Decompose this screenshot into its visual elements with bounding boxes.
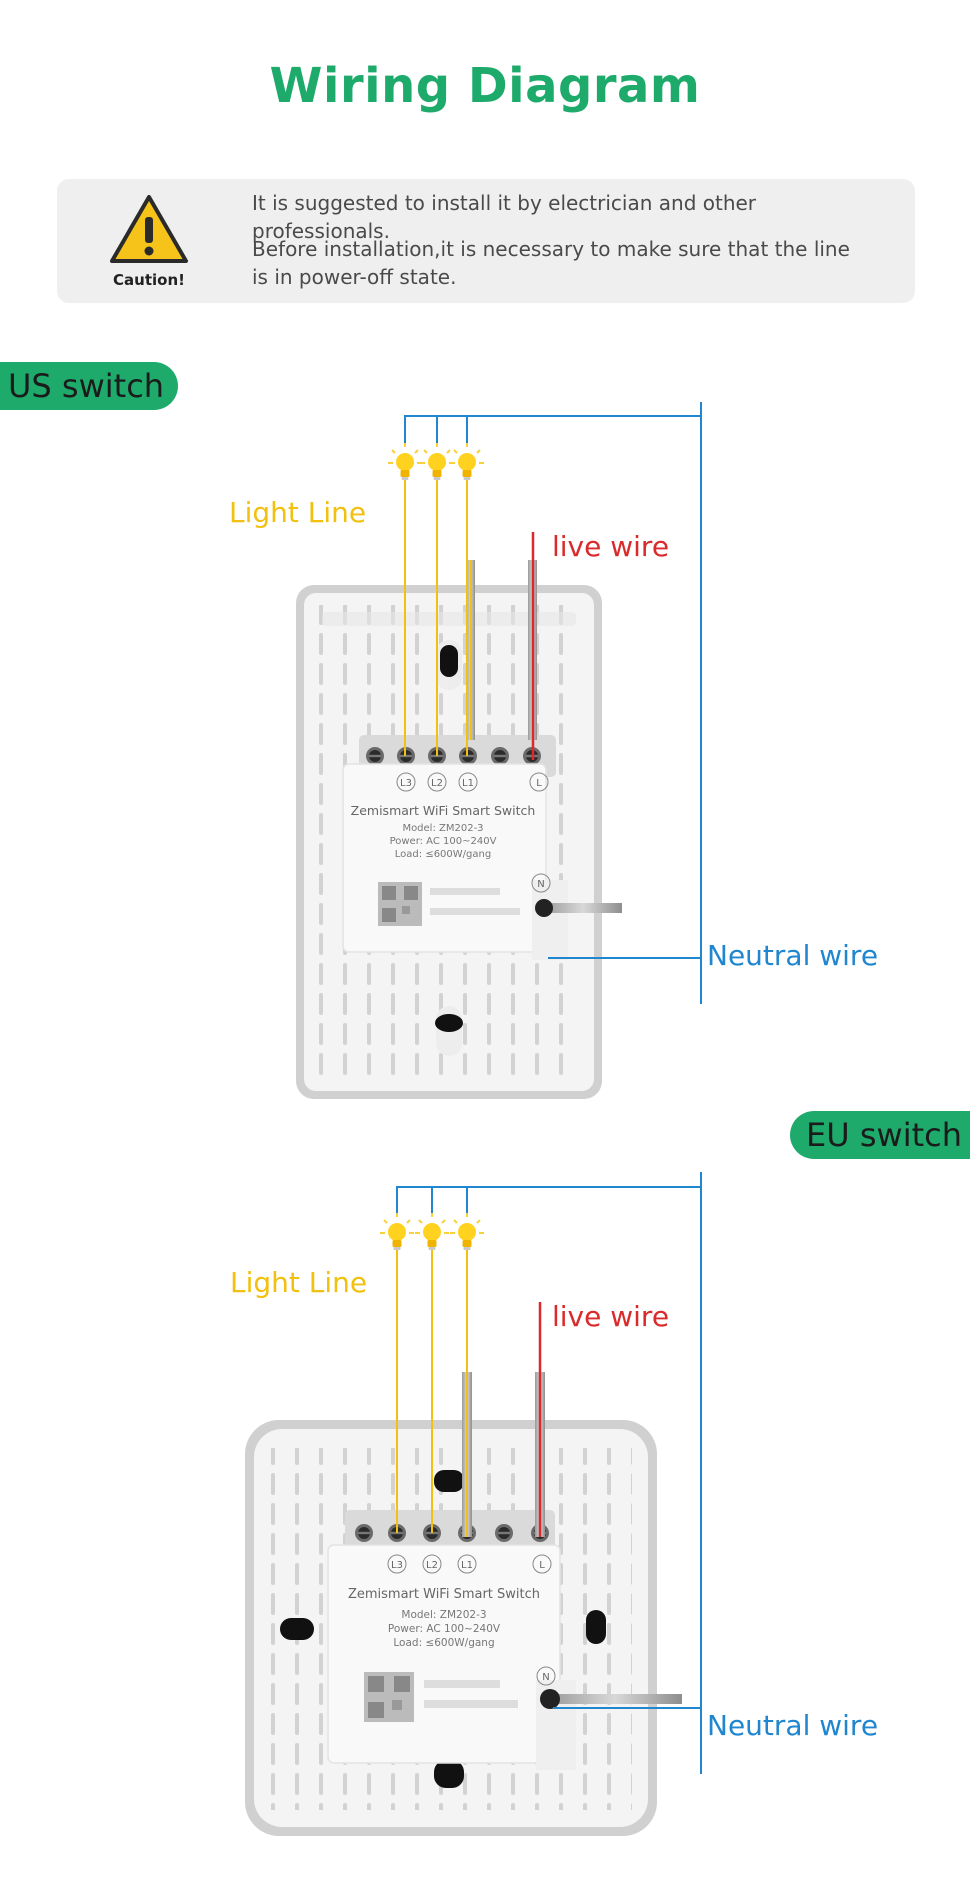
us-switch-diagram: L3 L2 L1 L N Zemismart WiFi Smart Switch… (296, 402, 702, 1099)
eu-live-wire-label: live wire (552, 1300, 670, 1333)
eu-terminal-l3: L3 (391, 1560, 403, 1571)
us-terminal-l1: L1 (462, 778, 474, 789)
us-terminal-l2: L2 (431, 778, 443, 789)
us-module-power: Power: AC 100~240V (390, 836, 497, 847)
us-neutral-wire-label: Neutral wire (707, 939, 879, 972)
caution-text-3: is in power-off state. (252, 265, 457, 289)
caution-text-1: It is suggested to install it by electri… (252, 191, 757, 243)
eu-bulb-2-icon (414, 1212, 450, 1251)
eu-module-model: Model: ZM202-3 (401, 1609, 486, 1621)
us-terminal-l: L (536, 778, 542, 789)
eu-terminal-n: N (542, 1672, 549, 1683)
us-bulb-3-icon (449, 442, 485, 481)
us-light-line-label: Light Line (229, 496, 367, 529)
eu-bulb-1-icon (379, 1212, 415, 1251)
us-module-brand: Zemismart WiFi Smart Switch (351, 803, 536, 818)
eu-terminal-l1: L1 (461, 1560, 473, 1571)
us-terminal-l3: L3 (400, 778, 412, 789)
eu-neutral-wire-label: Neutral wire (707, 1709, 879, 1742)
us-bulb-2-icon (419, 442, 455, 481)
eu-switch-badge: EU switch (790, 1111, 970, 1159)
caution-text-2: Before installation,it is necessary to m… (252, 237, 850, 261)
us-module-model: Model: ZM202-3 (402, 823, 483, 834)
warning-triangle-icon (110, 195, 188, 263)
eu-qr-code-icon (364, 1672, 414, 1722)
eu-terminal-l: L (539, 1560, 545, 1571)
us-switch-badge: US switch (0, 362, 179, 410)
eu-module-load: Load: ≤600W/gang (393, 1637, 494, 1649)
us-qr-code-icon (378, 882, 422, 926)
eu-bulb-3-icon (449, 1212, 485, 1251)
page-title: Wiring Diagram (269, 58, 701, 114)
us-module-load: Load: ≤600W/gang (395, 849, 491, 860)
eu-light-line-label: Light Line (230, 1266, 368, 1299)
eu-module-power: Power: AC 100~240V (388, 1623, 501, 1635)
eu-switch-diagram: L3 L2 L1 L N Zemismart WiFi Smart Switch… (245, 1172, 702, 1836)
eu-terminal-l2: L2 (426, 1560, 438, 1571)
eu-module-brand: Zemismart WiFi Smart Switch (348, 1587, 540, 1602)
us-terminal-n: N (537, 879, 544, 890)
us-live-wire-label: live wire (552, 530, 670, 563)
caution-panel: Caution! It is suggested to install it b… (57, 179, 915, 303)
us-bulb-1-icon (387, 442, 423, 481)
caution-label: Caution! (113, 271, 185, 289)
